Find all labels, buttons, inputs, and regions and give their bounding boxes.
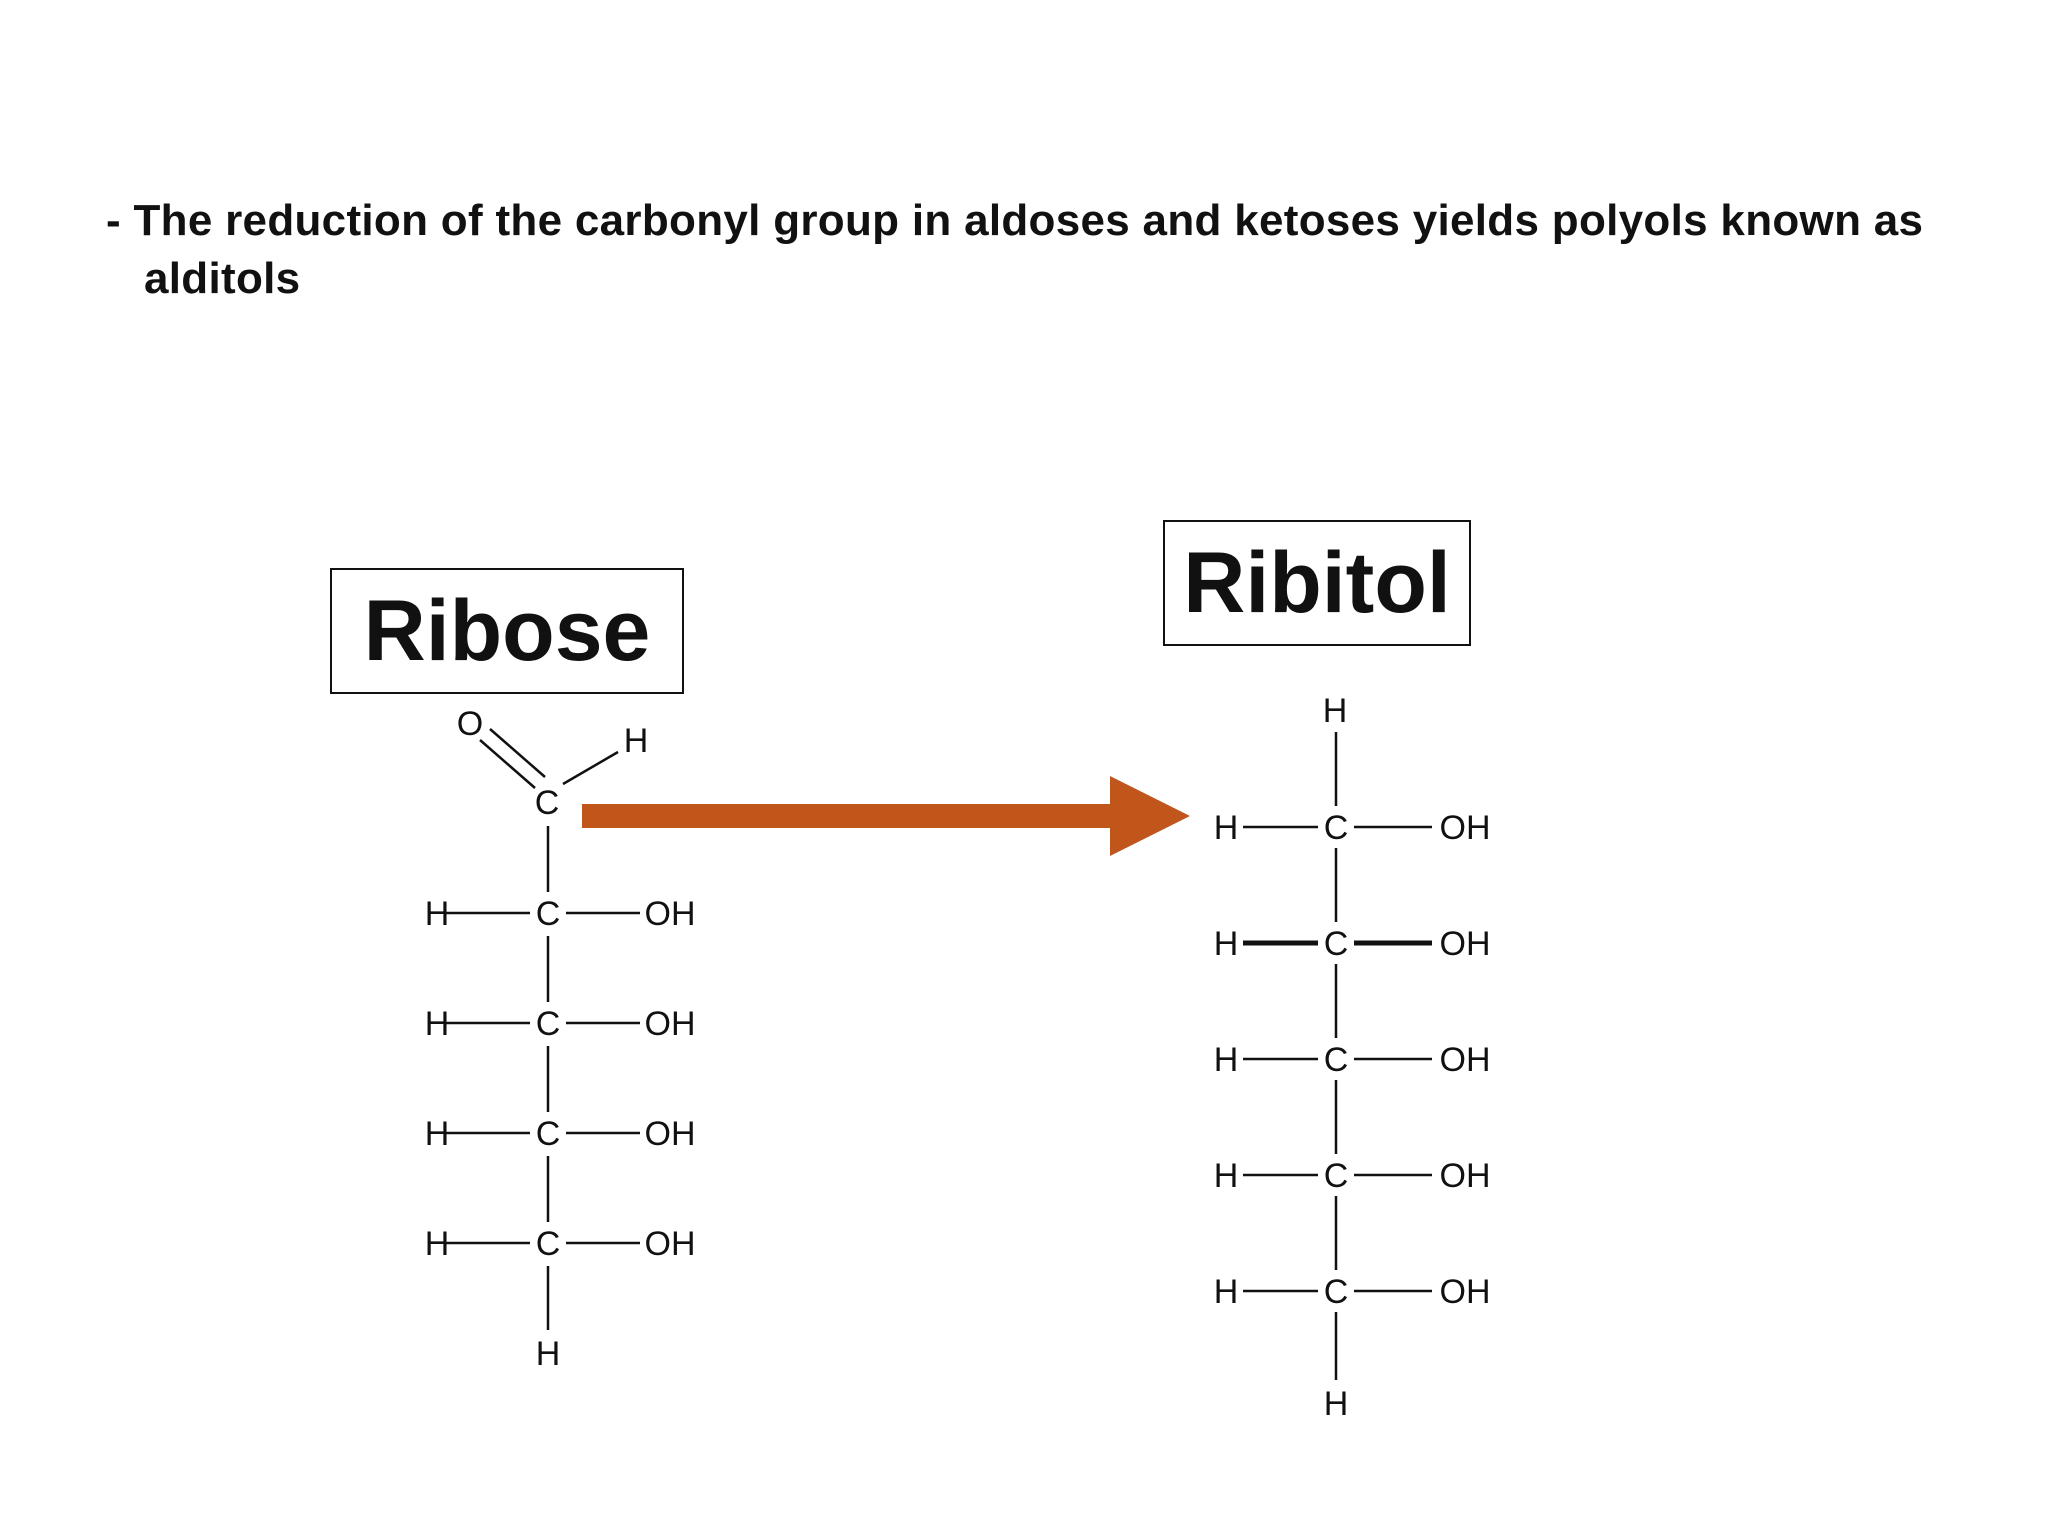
ribitol-row-c: C xyxy=(1324,809,1349,847)
ribose-row-oh: OH xyxy=(645,1005,696,1043)
ribitol-top-h: H xyxy=(1323,692,1348,730)
ribose-row-c: C xyxy=(536,895,561,933)
reduction-arrow xyxy=(582,776,1190,856)
ribose-row-c: C xyxy=(536,1115,561,1153)
ribitol-row: H C OH xyxy=(1214,1273,1491,1311)
ribose-row-h: H xyxy=(425,895,450,933)
ribose-co-double-bond-a xyxy=(479,739,536,789)
ribitol-row-c: C xyxy=(1324,925,1349,963)
ribose-row: H C OH xyxy=(425,1005,696,1043)
ribitol-row-oh: OH xyxy=(1440,1273,1491,1311)
ribitol-row-oh: OH xyxy=(1440,925,1491,963)
ribitol-bottom-h: H xyxy=(1324,1385,1349,1423)
ribitol-row-c: C xyxy=(1324,1273,1349,1311)
reduction-arrow-head xyxy=(1110,776,1190,856)
ribose-aldehyde-oxygen: O xyxy=(457,705,483,743)
ribose-row-c: C xyxy=(536,1005,561,1043)
ribose-title-box: Ribose xyxy=(330,568,684,694)
ribitol-row-oh: OH xyxy=(1440,809,1491,847)
ribose-row: H C OH xyxy=(425,895,696,933)
ribose-row-h: H xyxy=(425,1005,450,1043)
ribose-row: H C OH xyxy=(425,1225,696,1263)
ribose-row-h: H xyxy=(425,1115,450,1153)
ribitol-row: H C OH xyxy=(1214,1041,1491,1079)
ribitol-row-h: H xyxy=(1214,1273,1239,1311)
ribose-bottom-h: H xyxy=(536,1335,561,1373)
ribose-ch-bond xyxy=(562,750,619,786)
ribitol-row-oh: OH xyxy=(1440,1157,1491,1195)
ribose-structure: O H C H C OH H C OH xyxy=(425,705,696,1373)
reduction-arrow-shaft xyxy=(582,804,1114,828)
ribose-aldehyde-carbon: C xyxy=(535,784,560,822)
ribitol-structure: H H C OH H C OH xyxy=(1214,692,1491,1423)
ribitol-row: H C OH xyxy=(1214,809,1491,847)
ribose-row-oh: OH xyxy=(645,895,696,933)
ribitol-title-box: Ribitol xyxy=(1163,520,1471,646)
ribitol-row-oh: OH xyxy=(1440,1041,1491,1079)
ribose-row-c: C xyxy=(536,1225,561,1263)
ribose-co-double-bond-b xyxy=(489,728,546,778)
ribose-row-oh: OH xyxy=(645,1115,696,1153)
ribitol-row-h: H xyxy=(1214,1041,1239,1079)
ribitol-row-c: C xyxy=(1324,1041,1349,1079)
ribose-row: H C OH xyxy=(425,1115,696,1153)
ribitol-row-h: H xyxy=(1214,809,1239,847)
ribitol-row: H C OH xyxy=(1214,925,1491,963)
ribitol-row-h: H xyxy=(1214,925,1239,963)
ribose-aldehyde-hydrogen: H xyxy=(624,722,649,760)
caption-text: - The reduction of the carbonyl group in… xyxy=(106,196,1924,303)
ribitol-row: H C OH xyxy=(1214,1157,1491,1195)
ribose-row-oh: OH xyxy=(645,1225,696,1263)
ribitol-row-c: C xyxy=(1324,1157,1349,1195)
ribitol-row-h: H xyxy=(1214,1157,1239,1195)
ribose-row-h: H xyxy=(425,1225,450,1263)
